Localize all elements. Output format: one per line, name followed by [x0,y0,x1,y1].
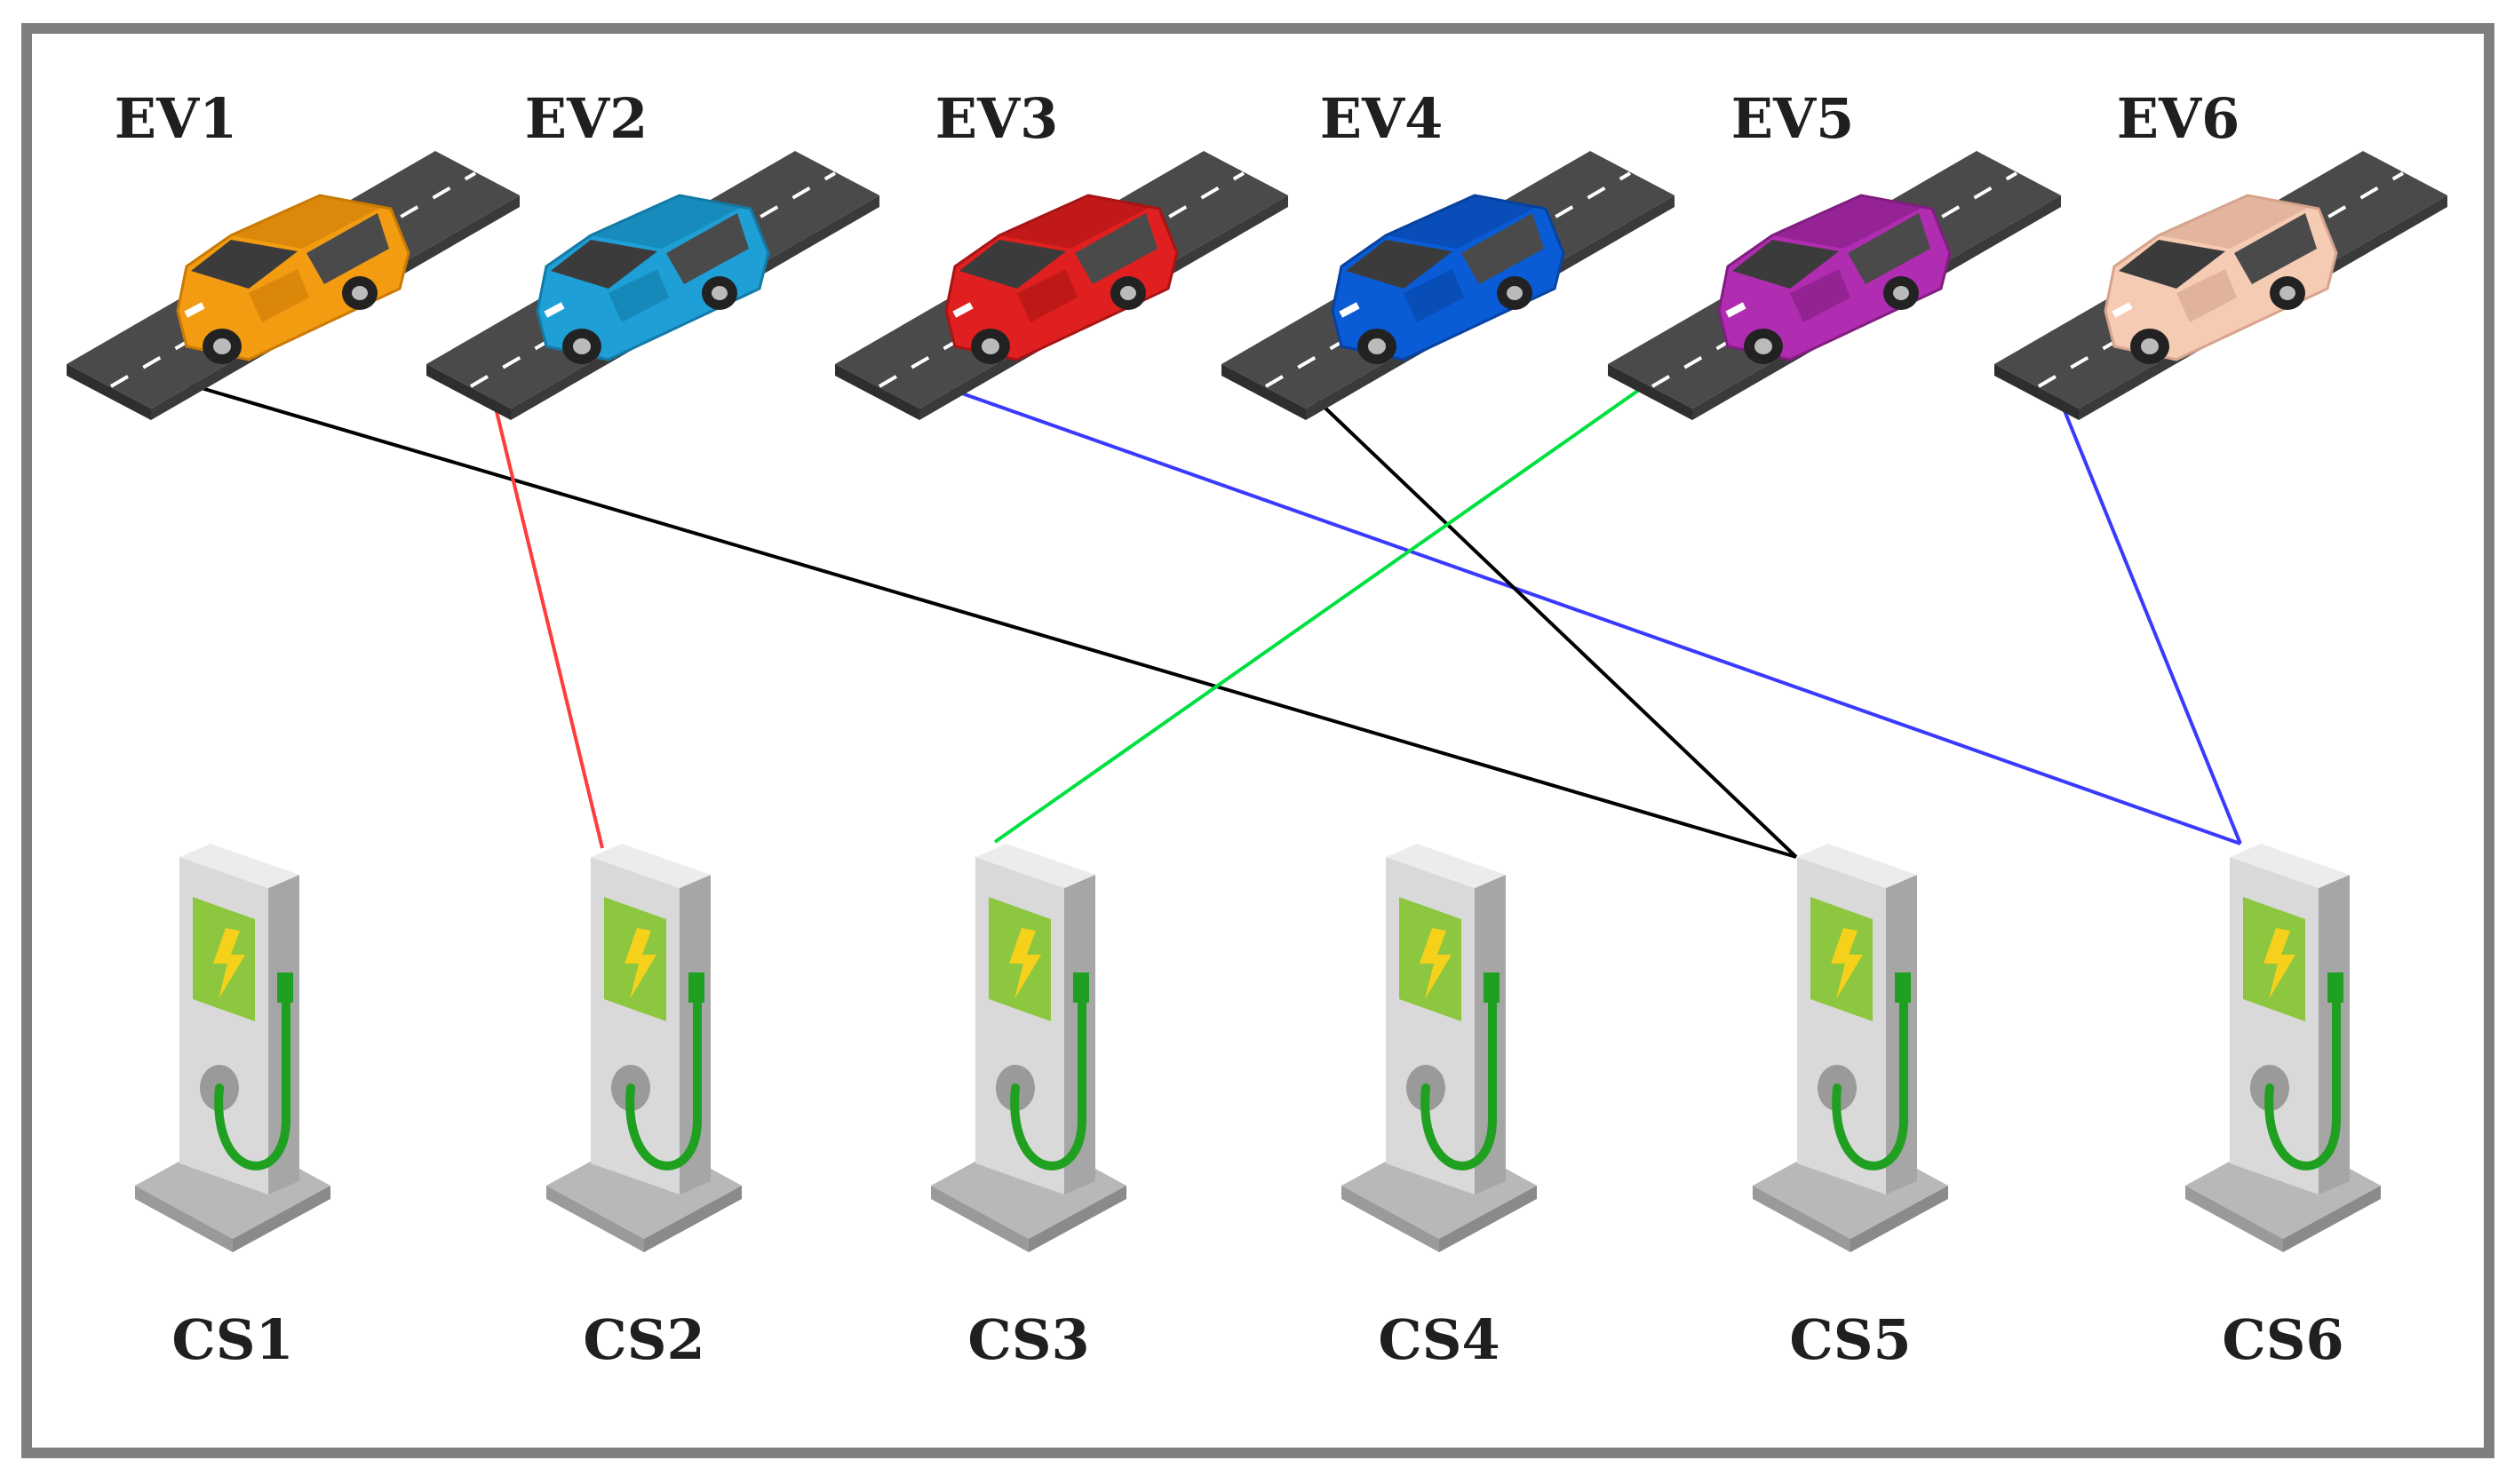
link-ev1-cs5 [119,362,1797,859]
vehicles-layer [67,151,2447,420]
lightning-icon [625,928,656,999]
charging-station-cs1 [135,844,330,1252]
car-icon [2104,194,2338,364]
road-lane-dashes [1264,171,1632,388]
charging-plug [1895,972,1911,1003]
label-cs3: CS3 [967,1307,1089,1372]
diagram-frame [21,23,2494,1458]
charging-plug [1484,972,1500,1003]
vehicle-ev4 [1221,151,1675,420]
vehicle-ev1 [67,151,520,420]
links-layer [119,362,2242,859]
label-ev5: EV5 [1731,86,1855,151]
road-lane-dashes [109,171,477,388]
charging-plug [688,972,704,1003]
road-edge [1608,364,1692,420]
label-ev3: EV3 [935,86,1059,151]
charging-station-cs3 [931,844,1126,1252]
car-icon [536,194,770,364]
link-ev5-cs3 [993,369,1667,844]
vehicle-ev3 [835,151,1288,420]
car-icon [176,194,410,364]
charging-cable [1010,990,1086,1171]
charging-cable [2264,990,2341,1171]
vehicle-ev6 [1994,151,2447,420]
car-icon [944,194,1179,364]
vehicle-ev2 [426,151,879,420]
charging-plug [277,972,293,1003]
road-edge [835,364,919,420]
label-ev1: EV1 [115,86,238,151]
road-lane-dashes [878,171,1245,388]
label-cs2: CS2 [583,1307,704,1372]
road-edge [67,364,151,420]
charging-cable [1420,990,1497,1171]
charging-station-cs2 [546,844,742,1252]
lightning-icon [2263,928,2295,999]
road-edge [1221,364,1306,420]
lightning-icon [213,928,245,999]
lightning-icon [1009,928,1041,999]
charging-cable [1832,990,1908,1171]
label-cs4: CS4 [1378,1307,1500,1372]
road-lane-dashes [1651,171,2018,388]
label-cs1: CS1 [171,1307,293,1372]
car-icon [1717,194,1952,364]
charging-station-cs6 [2185,844,2381,1252]
road-edge [1994,364,2079,420]
label-ev4: EV4 [1320,86,1444,151]
link-ev3-cs6 [898,369,2241,845]
link-ev2-cs2 [485,370,604,849]
label-ev6: EV6 [2117,86,2240,151]
label-cs5: CS5 [1789,1307,1911,1372]
vehicle-ev5 [1608,151,2061,420]
road-lane-dashes [2037,171,2405,388]
lightning-icon [1831,928,1863,999]
road-lane-dashes [469,171,837,388]
stations-layer [135,844,2381,1252]
charging-station-cs5 [1753,844,1948,1252]
link-ev4-cs5 [1277,362,1798,859]
charging-cable [625,990,702,1171]
link-ev6-cs6 [2050,379,2242,845]
label-cs6: CS6 [2222,1307,2343,1372]
charging-cable [214,990,290,1171]
charging-plug [1073,972,1089,1003]
road-edge [426,364,511,420]
label-ev2: EV2 [525,86,648,151]
car-icon [1331,194,1565,364]
charging-plug [2327,972,2343,1003]
charging-station-cs4 [1341,844,1537,1252]
lightning-icon [1420,928,1452,999]
